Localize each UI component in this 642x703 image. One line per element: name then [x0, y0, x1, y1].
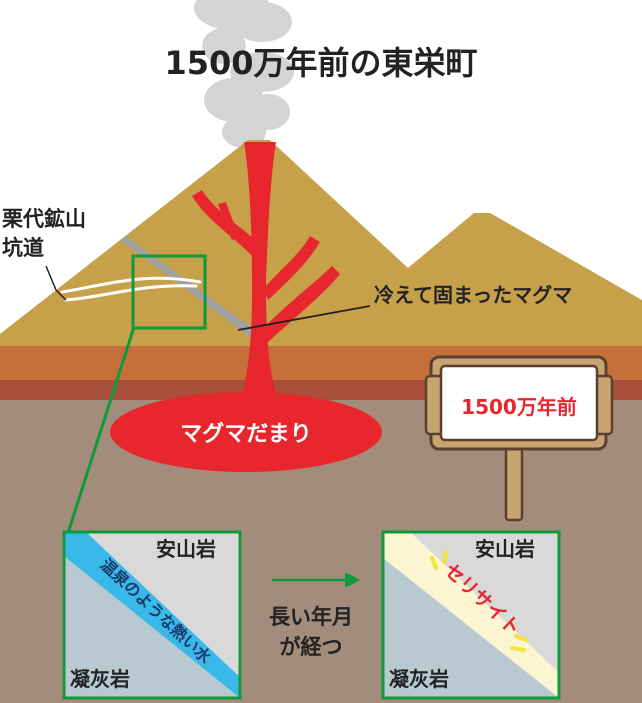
sparkle-marks	[430, 550, 528, 652]
zoom-connector	[66, 326, 136, 534]
panel-before	[62, 530, 242, 700]
magma-chamber-label: マグマだまり	[180, 421, 312, 447]
before-bottom-rock: 凝灰岩	[70, 667, 130, 691]
mine-label-line1: 栗代鉱山	[2, 207, 86, 231]
time-sign	[424, 355, 614, 522]
after-top-rock: 安山岩	[475, 537, 535, 561]
after-bottom-rock: 凝灰岩	[389, 667, 449, 691]
cooled-magma-band	[120, 236, 260, 340]
mine-tunnel	[60, 276, 202, 302]
arrow-label-line1: 長い年月	[269, 605, 353, 629]
volcano-smoke	[194, 0, 294, 148]
page-title: 1500万年前の東栄町	[164, 44, 477, 82]
mine-leader	[45, 265, 67, 301]
mountain	[0, 140, 642, 346]
magma-system	[110, 142, 382, 472]
before-top-rock: 安山岩	[156, 537, 216, 561]
sign-label: 1500万年前	[461, 395, 577, 419]
time-arrow	[272, 572, 360, 588]
panel-after	[381, 530, 561, 700]
mine-label-line2: 坑道	[2, 236, 44, 260]
arrow-label-line2: が経つ	[280, 635, 343, 659]
magma-leader	[237, 305, 371, 331]
cooled-magma-label: 冷えて固まったマグマ	[374, 283, 572, 307]
zoom-box	[131, 254, 207, 330]
